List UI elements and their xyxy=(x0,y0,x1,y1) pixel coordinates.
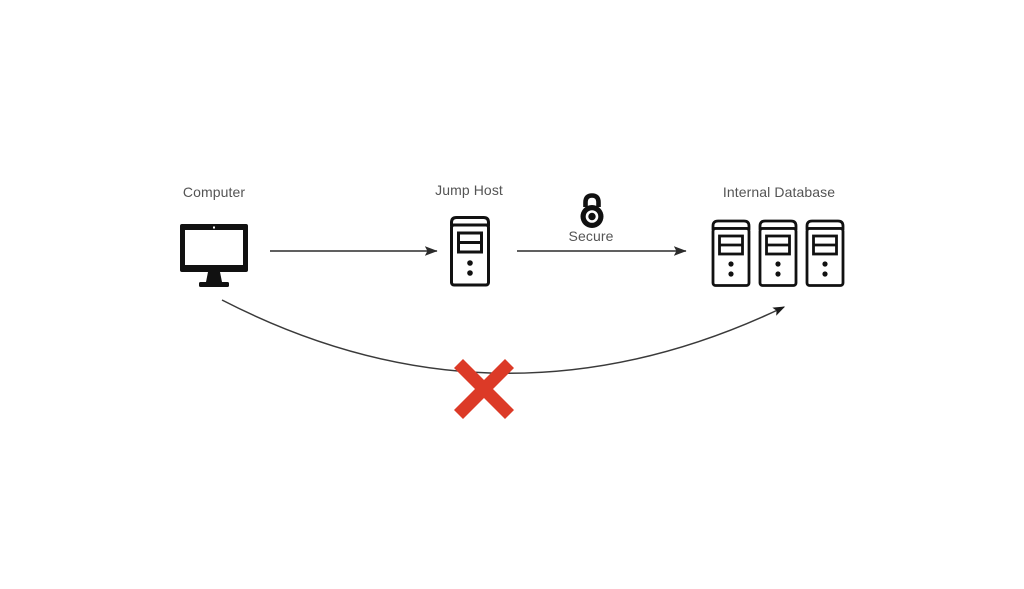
node-label-jump-host: Jump Host xyxy=(435,182,503,198)
rack-lid-1 xyxy=(711,219,751,230)
rack-body-1 xyxy=(711,227,751,287)
tower-lid xyxy=(450,216,490,227)
monitor-neck xyxy=(206,272,222,282)
tower-led-2 xyxy=(467,270,473,276)
tower-body xyxy=(450,223,490,287)
rack-bay-1 xyxy=(718,234,744,256)
padlock-shackle xyxy=(583,193,601,207)
red-x-icon xyxy=(454,359,514,419)
rack-body-3 xyxy=(805,227,845,287)
monitor-camera-dot xyxy=(213,226,215,229)
tower-drive-bay xyxy=(457,231,483,254)
rack-led-2a xyxy=(775,261,781,267)
rack-lid-3 xyxy=(805,219,845,230)
rack-led-3a xyxy=(822,261,828,267)
rack-body-2 xyxy=(758,227,798,287)
rack-bay-2 xyxy=(765,234,791,256)
tower-led-1 xyxy=(467,260,473,266)
rack-bay-3 xyxy=(812,234,838,256)
monitor-screen xyxy=(185,230,243,265)
server-rack-3 xyxy=(805,219,845,287)
rack-led-2b xyxy=(775,271,781,277)
server-rack-group-icon xyxy=(711,219,845,287)
rack-lid-2 xyxy=(758,219,798,230)
padlock-body xyxy=(580,205,604,228)
red-x-shape xyxy=(454,359,514,419)
node-label-computer: Computer xyxy=(182,184,246,200)
rack-led-3b xyxy=(822,271,828,277)
rack-led-1a xyxy=(728,261,734,267)
desktop-monitor-icon xyxy=(180,224,248,287)
monitor-bezel xyxy=(180,224,248,272)
node-label-internal-database: Internal Database xyxy=(722,184,836,200)
rack-led-1b xyxy=(728,271,734,277)
monitor-base xyxy=(199,282,229,287)
server-rack-1 xyxy=(711,219,751,287)
curved-arrow-direct-path xyxy=(221,299,786,375)
connection-computer-to-database-direct xyxy=(221,299,786,375)
padlock-icon xyxy=(580,193,604,228)
annotation-label-secure: Secure xyxy=(568,228,614,244)
server-rack-2 xyxy=(758,219,798,287)
server-tower-icon xyxy=(450,216,490,287)
padlock-keyhole xyxy=(585,210,599,223)
